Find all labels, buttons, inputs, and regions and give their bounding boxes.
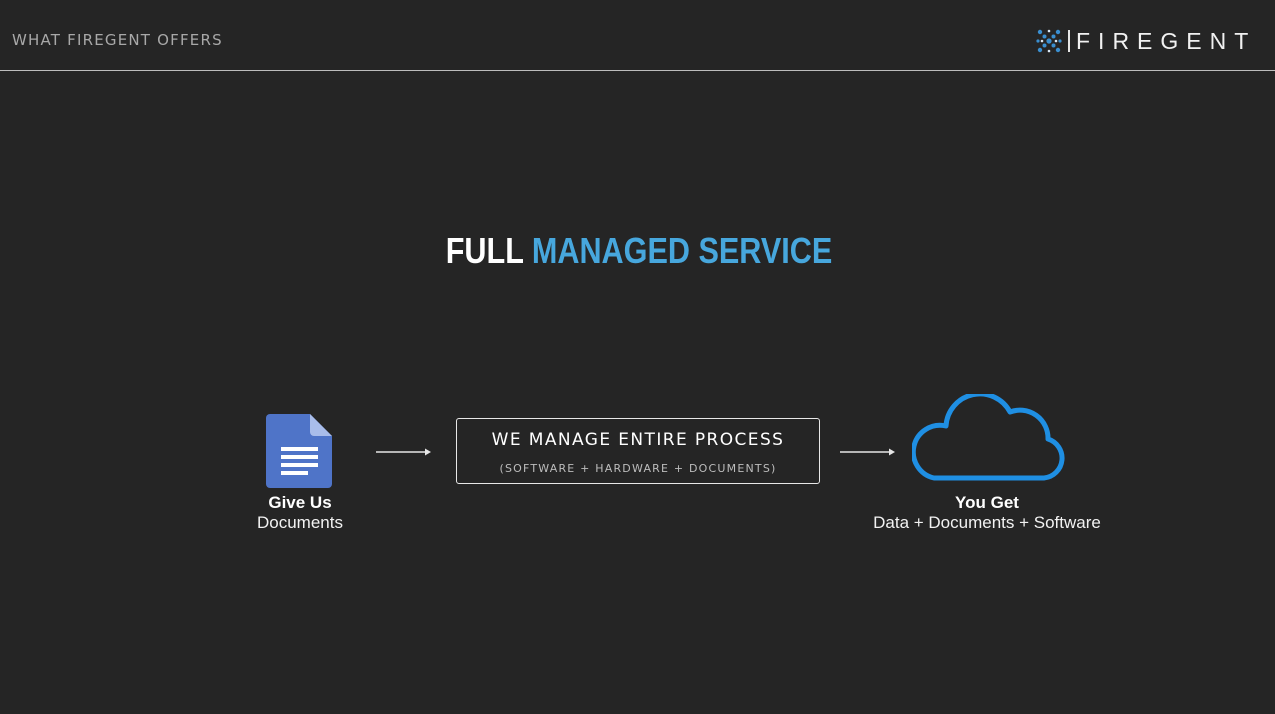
logo-divider [1068, 30, 1070, 52]
input-step-subtitle: Documents [257, 513, 343, 532]
title-part-full: FULL [445, 230, 524, 271]
arrow-right-icon [840, 448, 895, 456]
input-step-title: Give Us [268, 493, 332, 512]
output-step-subtitle: Data + Documents + Software [873, 513, 1101, 532]
section-label: WHAT FIREGENT OFFERS [12, 31, 223, 49]
arrow-right-icon [376, 448, 431, 456]
title-part-managed-service: MANAGED SERVICE [531, 230, 833, 271]
process-title: WE MANAGE ENTIRE PROCESS [491, 430, 785, 450]
process-box: WE MANAGE ENTIRE PROCESS (SOFTWARE + HAR… [456, 418, 820, 484]
document-icon [266, 414, 332, 488]
slide-header: WHAT FIREGENT OFFERS FIREGENT [0, 0, 1275, 71]
output-step-title: You Get [955, 493, 1019, 512]
process-subtitle: (SOFTWARE + HARDWARE + DOCUMENTS) [499, 462, 777, 475]
logo-wordmark: FIREGENT [1076, 27, 1257, 54]
firegent-logo-icon [1036, 29, 1062, 53]
brand-logo: FIREGENT [1036, 26, 1256, 56]
page-title: FULL MANAGED SERVICE [96, 230, 1182, 272]
cloud-icon [912, 394, 1065, 481]
